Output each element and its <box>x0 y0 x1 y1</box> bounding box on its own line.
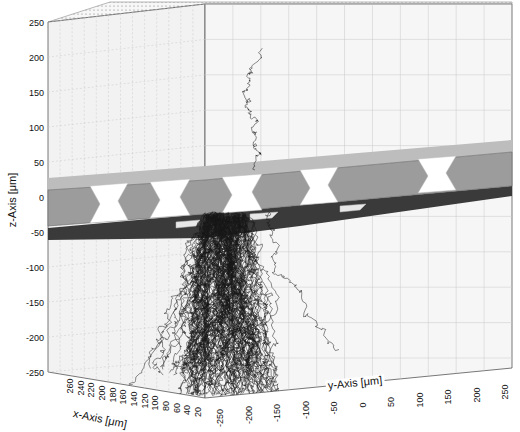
trajectory <box>242 48 262 170</box>
grid-line <box>48 110 205 127</box>
tick-label: 50 <box>387 397 396 407</box>
trajectory <box>179 218 218 396</box>
grid-line <box>48 323 205 337</box>
tick-label: 0 <box>358 402 367 407</box>
grid-line <box>205 74 512 75</box>
trajectory <box>193 217 230 394</box>
trajectory <box>229 220 250 395</box>
tick-label: -250 <box>216 409 225 427</box>
trajectory <box>215 216 261 392</box>
tick-label: -50 <box>330 401 339 414</box>
trajectory <box>243 218 265 394</box>
tick-label: -100 <box>26 264 44 273</box>
tick-label: 100 <box>29 124 44 133</box>
tick-label: 50 <box>34 159 44 168</box>
tick-label: 200 <box>29 54 44 63</box>
tick-label: -200 <box>244 406 253 424</box>
trajectory <box>182 219 215 373</box>
tick-label: 250 <box>29 19 44 28</box>
axis-title: z-Axis [μm] <box>7 171 18 230</box>
grid-line <box>48 39 205 57</box>
tick-label: 60 <box>172 403 181 413</box>
tick-label: -50 <box>31 229 44 238</box>
trajectory <box>265 212 339 350</box>
tick-label: -200 <box>26 334 44 343</box>
pores <box>90 156 456 228</box>
grid-line <box>48 4 205 22</box>
membrane-front <box>48 152 512 226</box>
tick-label: 150 <box>29 89 44 98</box>
tick-label: 120 <box>140 394 149 409</box>
grid-lines <box>48 4 512 396</box>
tick-label: 40 <box>183 405 192 415</box>
tick-label: -150 <box>26 299 44 308</box>
grid-line <box>205 39 512 40</box>
grid-line <box>205 110 512 111</box>
grid-line <box>48 75 205 92</box>
tick-label: 0 <box>39 194 44 203</box>
tick-label: 80 <box>162 400 171 410</box>
trajectory <box>175 213 215 366</box>
tick-label: -250 <box>26 369 44 378</box>
tick-label: 240 <box>76 381 85 396</box>
particle-trajectories <box>129 48 339 396</box>
tick-label: 150 <box>444 390 453 405</box>
grid-line <box>48 252 205 267</box>
trajectory <box>228 217 250 392</box>
trajectory <box>184 217 211 395</box>
tick-label: 100 <box>151 396 160 411</box>
tick-label: 100 <box>415 392 424 407</box>
tick-label: 160 <box>119 389 128 404</box>
tick-label: 260 <box>66 378 75 393</box>
axis-title: x-Axis [μm] <box>70 408 130 431</box>
trajectory <box>129 214 214 384</box>
tick-label: 220 <box>87 383 96 398</box>
trajectory <box>234 215 271 396</box>
trajectory <box>192 217 220 395</box>
tick-label: 200 <box>98 385 107 400</box>
trajectory <box>192 218 234 391</box>
tick-label: 180 <box>108 387 117 402</box>
trajectory <box>192 218 223 367</box>
tick-label: -150 <box>273 404 282 422</box>
trajectory <box>213 214 272 385</box>
tick-label: 20 <box>194 407 203 417</box>
tick-label: 200 <box>472 387 481 402</box>
tick-label: 140 <box>130 391 139 406</box>
grid-line <box>48 146 205 162</box>
tick-label: 250 <box>501 384 510 399</box>
grid-line <box>205 4 512 5</box>
tick-label: -100 <box>301 401 310 419</box>
